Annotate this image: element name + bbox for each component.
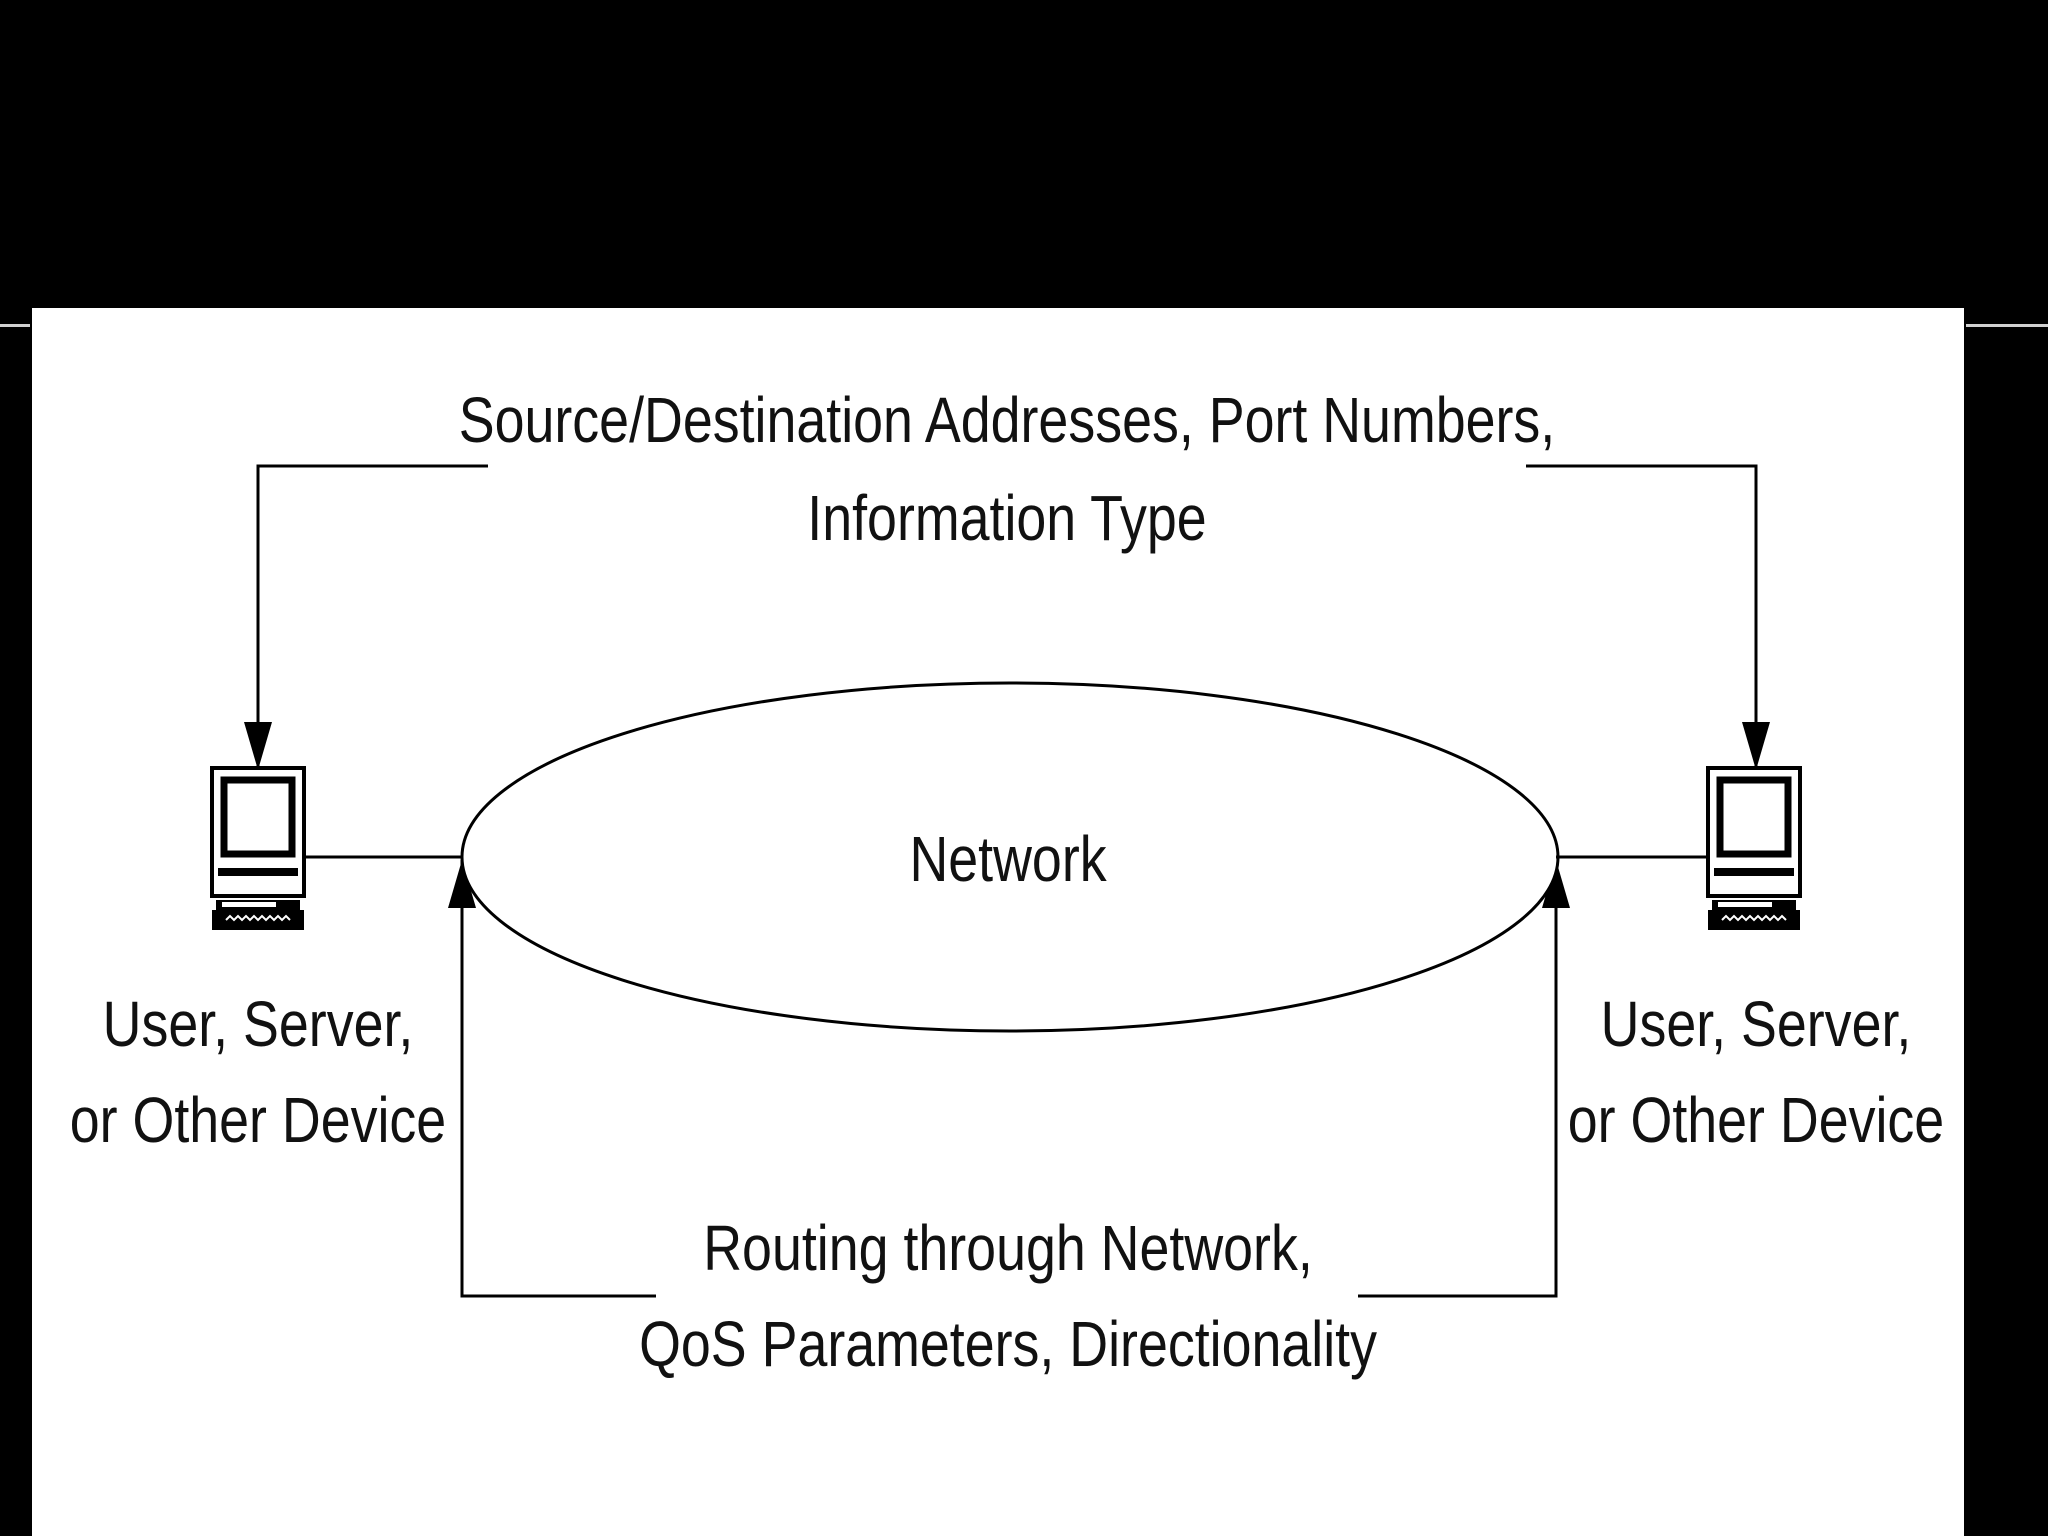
network-label: Network (909, 823, 1107, 896)
arrow-down-left (244, 722, 272, 770)
right-device-label-line2: or Other Device (1568, 1084, 1944, 1157)
left-device-label-line2: or Other Device (70, 1084, 446, 1157)
bottom-label-line1: Routing through Network, (703, 1212, 1313, 1285)
arrow-down-right (1742, 722, 1770, 770)
computer-icon (1706, 766, 1802, 930)
computer-icon (210, 766, 306, 930)
top-label-line1: Source/Destination Addresses, Port Numbe… (459, 384, 1555, 457)
top-label-line2: Information Type (807, 482, 1206, 555)
bottom-label-line2: QoS Parameters, Directionality (639, 1308, 1377, 1381)
left-device-label-line1: User, Server, (103, 988, 414, 1061)
arrow-up-right (1542, 860, 1570, 908)
right-device-label-line1: User, Server, (1601, 988, 1912, 1061)
top-connector (244, 464, 1770, 770)
left-rule (0, 324, 30, 327)
right-rule (1966, 324, 2048, 327)
arrow-up-left (448, 860, 476, 908)
bottom-connector (448, 860, 1570, 1298)
